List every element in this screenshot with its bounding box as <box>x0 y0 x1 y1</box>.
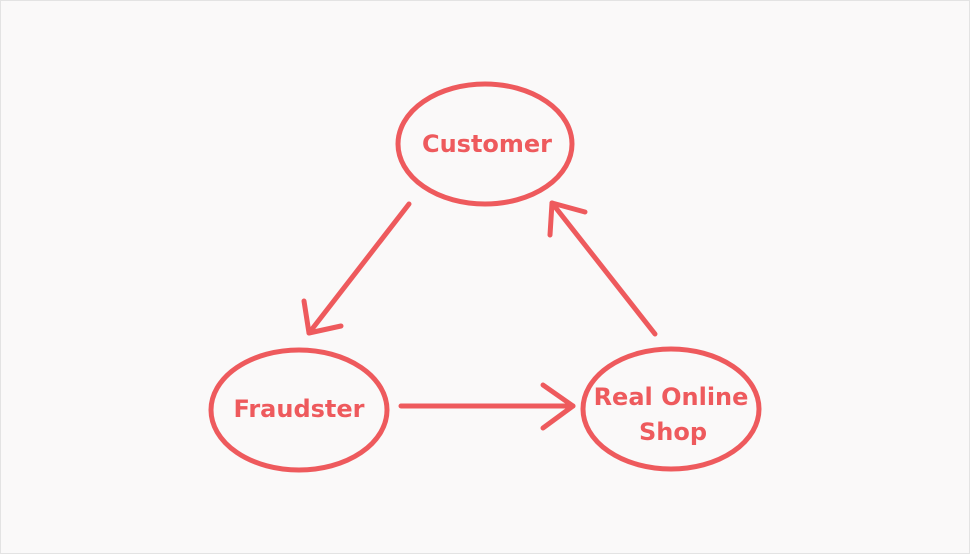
customer-ellipse <box>395 81 575 207</box>
fraudster-ellipse <box>208 347 390 473</box>
fraudster-label: Fraudster <box>233 395 364 423</box>
shop-ellipse <box>580 346 762 472</box>
arrowhead-icon <box>547 200 588 238</box>
edge-customer-to-fraudster <box>301 201 412 336</box>
arrowhead-icon <box>540 382 576 431</box>
arrowhead-icon <box>301 298 344 336</box>
node-real-online-shop: Real Online Shop <box>580 346 762 472</box>
edge-shop-to-customer <box>547 200 658 337</box>
shop-label-line1: Real Online <box>594 383 749 411</box>
edge-line <box>549 200 658 337</box>
node-customer: Customer <box>395 81 575 207</box>
node-fraudster: Fraudster <box>208 347 390 473</box>
edge-line <box>306 201 412 336</box>
customer-label: Customer <box>422 130 552 158</box>
shop-label-line2: Shop <box>639 418 707 446</box>
edge-fraudster-to-shop <box>398 382 576 431</box>
